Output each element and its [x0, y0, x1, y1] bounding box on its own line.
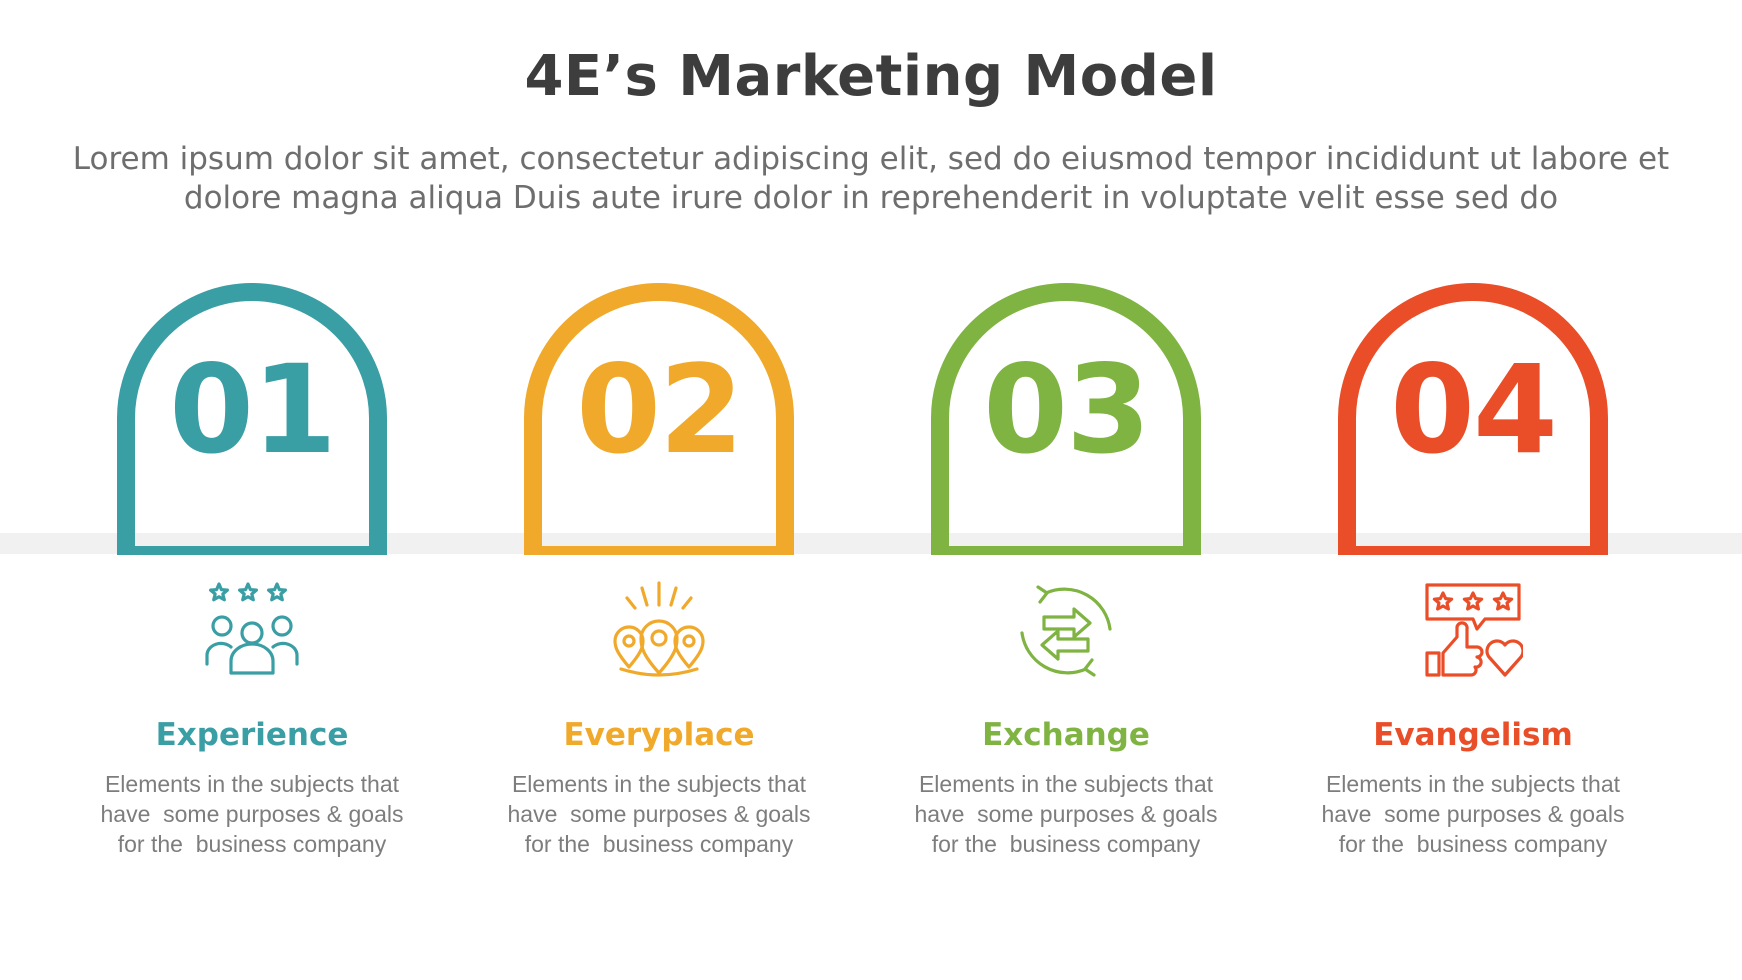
step-label: Exchange — [982, 717, 1150, 753]
arch-frame — [117, 283, 387, 555]
step-number: 04 — [1390, 339, 1558, 481]
arch-frame — [524, 283, 794, 555]
step-card-everyplace: 02 Everyplace Elements in the subjects t… — [507, 283, 811, 883]
step-description: Elements in the subjects that have some … — [100, 771, 404, 857]
step-number: 03 — [983, 339, 1151, 481]
step-label: Everyplace — [563, 717, 755, 753]
arch-frame — [931, 283, 1201, 555]
step-card-exchange: 03 Exchange Elements in the subjects tha… — [914, 283, 1218, 883]
page-title: 4E’s Marketing Model — [524, 44, 1218, 109]
exchange-arrows-icon — [1016, 581, 1116, 681]
people-rating-icon — [202, 581, 302, 681]
step-description: Elements in the subjects that have some … — [914, 771, 1218, 857]
review-like-icon — [1423, 581, 1523, 681]
location-pins-icon — [609, 581, 709, 681]
step-number: 01 — [169, 339, 337, 481]
step-number: 02 — [576, 339, 744, 481]
step-label: Evangelism — [1373, 717, 1573, 753]
step-description: Elements in the subjects that have some … — [1321, 771, 1625, 857]
step-label: Experience — [155, 717, 349, 753]
step-card-evangelism: 04 Evangelism Elements in the subjects t… — [1321, 283, 1625, 883]
step-description: Elements in the subjects that have some … — [507, 771, 811, 857]
arch-frame — [1338, 283, 1608, 555]
baseline-band — [0, 533, 1742, 554]
step-card-experience: 01 Experience Elements in the subjects t… — [100, 283, 404, 883]
page-subtitle: Lorem ipsum dolor sit amet, consectetur … — [72, 141, 1670, 216]
